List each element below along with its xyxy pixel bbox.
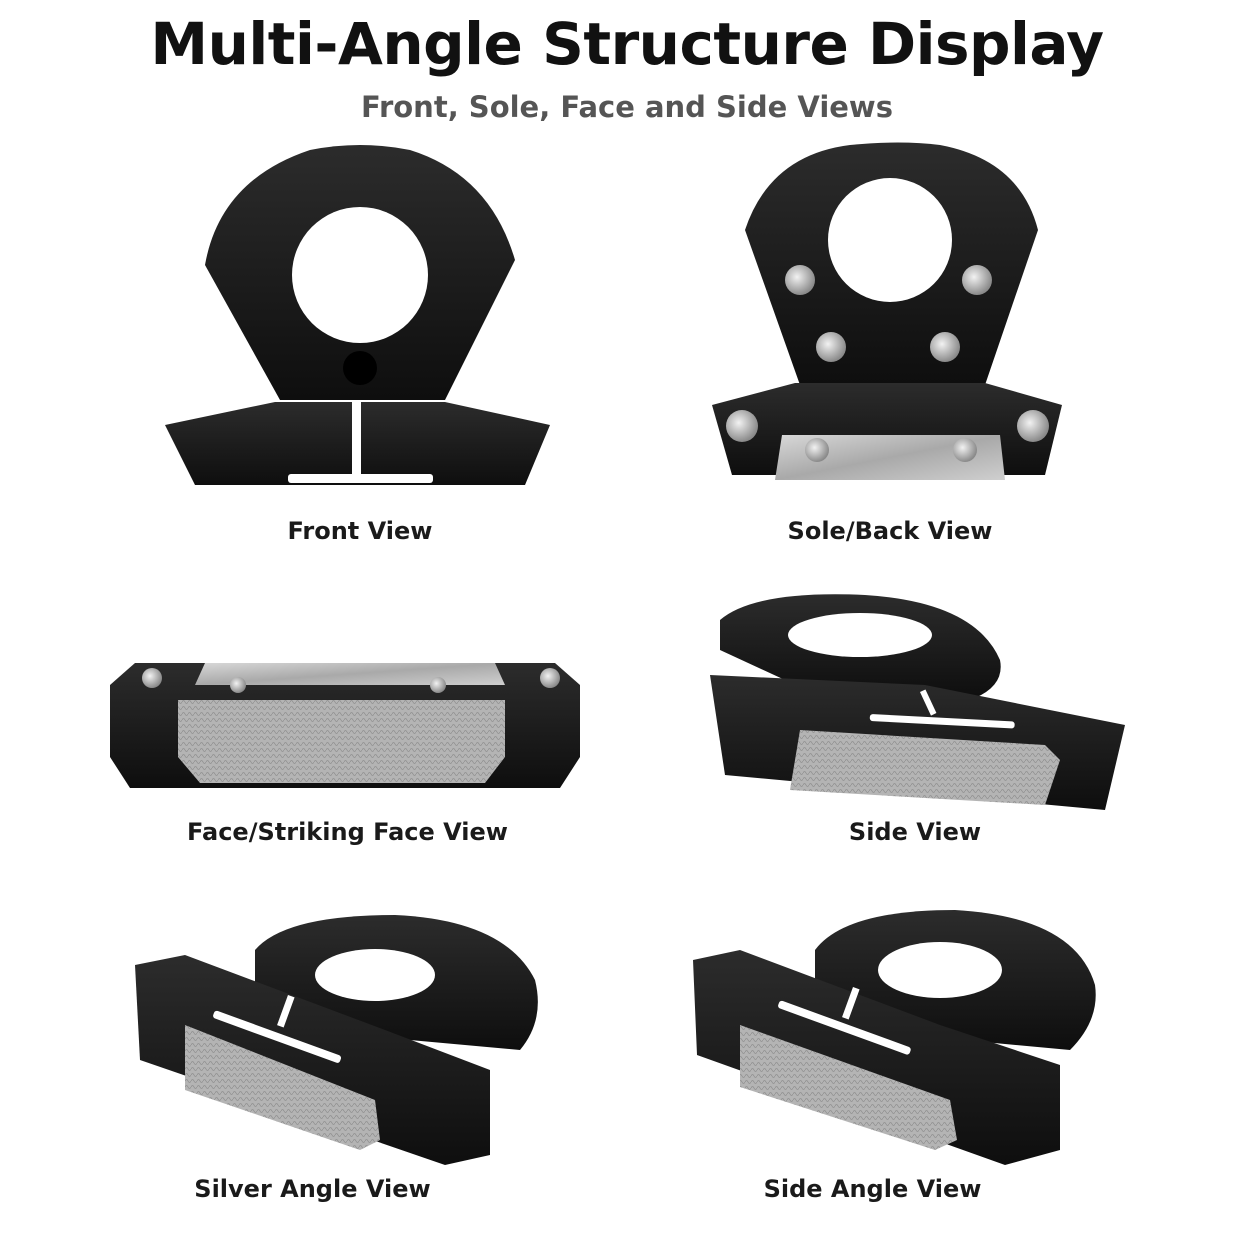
screw-icon: [785, 265, 815, 295]
side-angle-view-putter-image: [693, 910, 1096, 1165]
side-view: Side View: [695, 590, 1135, 860]
side-angle-view: Side Angle View: [685, 905, 1105, 1220]
silver-angle-view-putter-image: [135, 915, 538, 1165]
page-title: Multi-Angle Structure Display: [150, 10, 1104, 78]
screw-icon: [816, 332, 846, 362]
screw-icon: [805, 438, 829, 462]
sole-back-view-label: Sole/Back View: [787, 517, 993, 545]
side-view-putter-image: [710, 594, 1125, 810]
silver-angle-view: Silver Angle View: [125, 910, 550, 1220]
face-view: Face/Striking Face View: [110, 645, 585, 860]
face-view-label: Face/Striking Face View: [187, 818, 508, 846]
screw-icon: [1017, 410, 1049, 442]
front-view: Front View: [160, 140, 560, 560]
screw-icon: [962, 265, 992, 295]
page-subtitle: Front, Sole, Face and Side Views: [361, 90, 893, 124]
screw-icon: [142, 668, 162, 688]
side-angle-view-label: Side Angle View: [763, 1175, 982, 1203]
front-view-label: Front View: [287, 517, 433, 545]
screw-icon: [230, 677, 246, 693]
screw-icon: [953, 438, 977, 462]
screw-icon: [726, 410, 758, 442]
front-view-putter-image: [165, 145, 550, 485]
side-view-label: Side View: [848, 818, 982, 846]
sole-back-view-putter-image: [712, 142, 1062, 480]
silver-angle-view-label: Silver Angle View: [194, 1175, 431, 1203]
screw-icon: [430, 677, 446, 693]
screw-icon: [930, 332, 960, 362]
sole-back-view: Sole/Back View: [700, 140, 1080, 560]
face-view-putter-image: [110, 663, 580, 788]
screw-icon: [540, 668, 560, 688]
